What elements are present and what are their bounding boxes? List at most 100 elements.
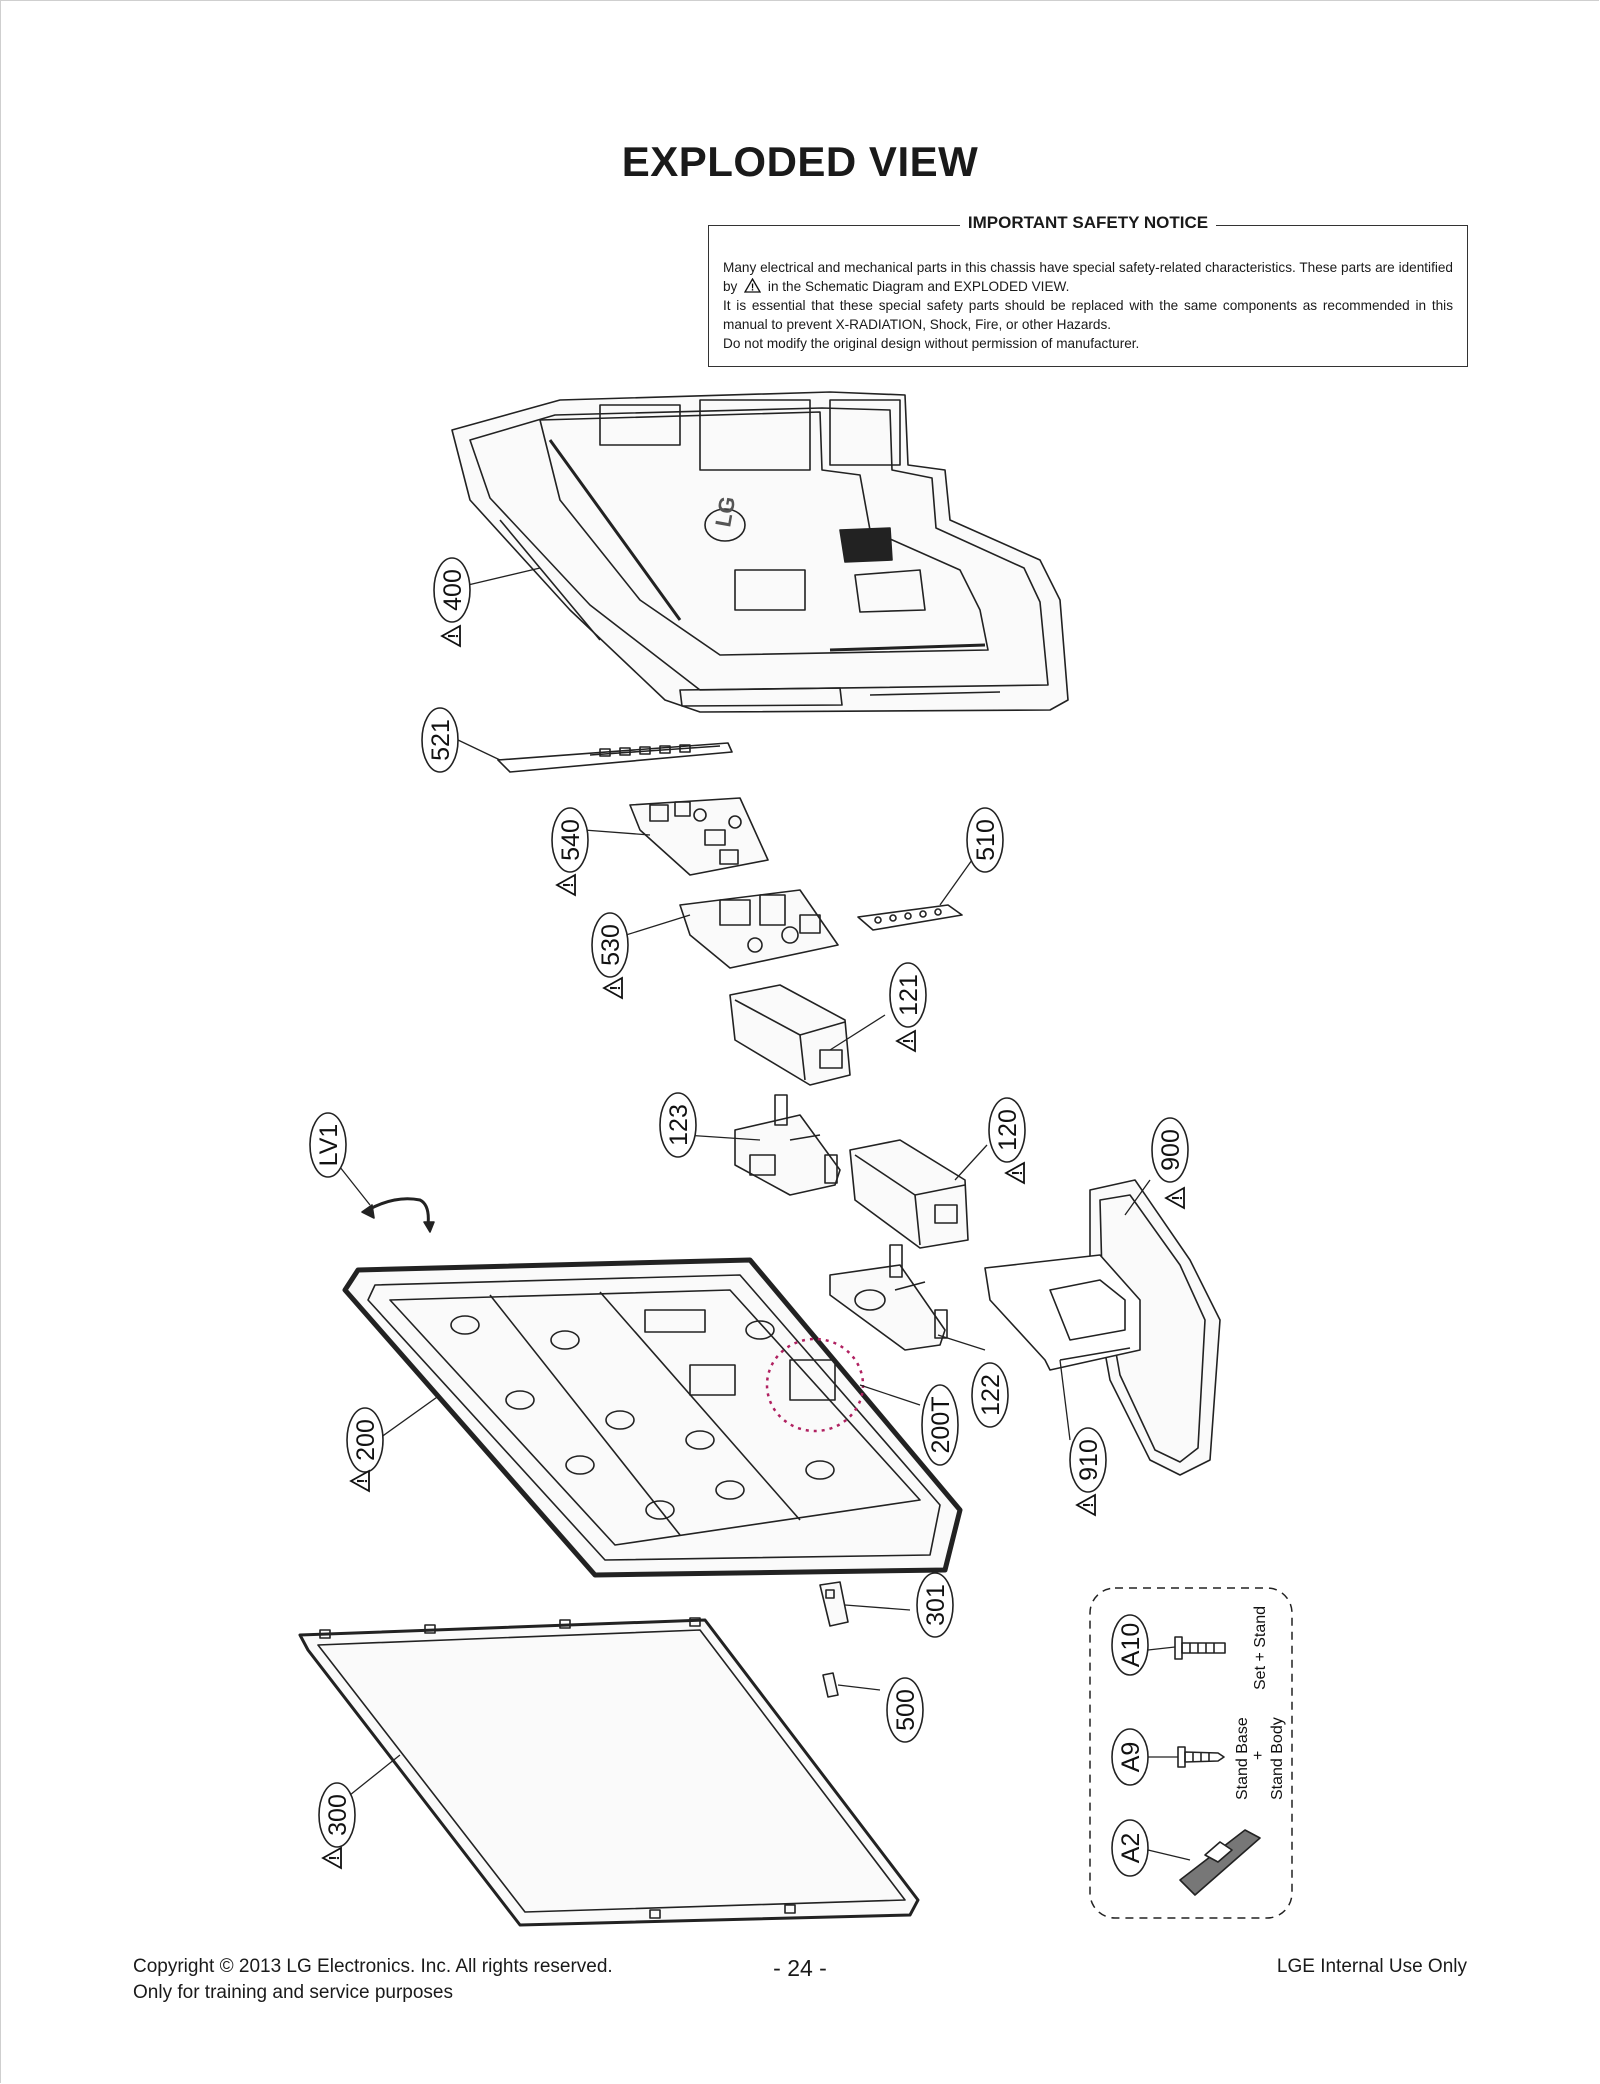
sub-board-122-part (829, 1244, 948, 1351)
part-number-510: 510 (972, 819, 1000, 861)
front-bezel-part (298, 1617, 920, 1927)
svg-text:!: ! (751, 283, 754, 294)
callout-500: 500 (886, 1677, 924, 1743)
notice-line-1: Many electrical and mechanical parts in … (723, 260, 1453, 294)
callout-122: 122 (971, 1362, 1009, 1428)
set-stand-label: Set + Stand (1252, 1606, 1269, 1690)
svg-text:!: ! (1080, 1503, 1097, 1508)
callout-301: 301 (916, 1572, 954, 1638)
warning-triangle-icon: ! (744, 277, 762, 294)
warning-triangle-icon-200: ! (350, 1470, 371, 1492)
warning-triangle-icon-300: ! (322, 1847, 343, 1869)
warning-triangle-icon-121: ! (896, 1030, 917, 1052)
footer-copyright: Copyright © 2013 LG Electronics. Inc. Al… (133, 1956, 613, 1977)
part-number-121: 121 (895, 974, 923, 1016)
warning-triangle-icon-400: ! (441, 625, 462, 647)
svg-text:!: ! (560, 883, 577, 888)
stand-body-part (984, 1254, 1141, 1371)
svg-text:!: ! (354, 1479, 371, 1484)
svg-text:!: ! (1009, 1171, 1026, 1176)
callout-lv1: LV1 (309, 1112, 347, 1178)
power-board-part (679, 889, 839, 969)
callout-123: 123 (659, 1092, 697, 1158)
callout-200: 200 (346, 1407, 384, 1473)
ir-receiver-part (819, 1581, 849, 1627)
callout-a9: A9 (1111, 1728, 1149, 1786)
notice-line-3: Do not modify the original design withou… (723, 336, 1140, 351)
svg-text:!: ! (1169, 1196, 1186, 1201)
svg-text:!: ! (607, 986, 624, 991)
callout-120: 120 (988, 1097, 1026, 1163)
part-number-120: 120 (994, 1109, 1022, 1151)
callout-530: 530 (591, 912, 629, 978)
notice-line-1-tail: in the Schematic Diagram and EXPLODED VI… (767, 279, 1070, 294)
callout-121: 121 (889, 962, 927, 1028)
part-number-200t: 200T (927, 1397, 955, 1454)
warning-triangle-icon-530: ! (603, 977, 624, 999)
screw-kit-box (1089, 1587, 1293, 1919)
footer-internal: LGE Internal Use Only (1276, 1956, 1467, 1977)
callout-540: 540 (551, 807, 589, 873)
callout-400: 400 (433, 557, 471, 623)
part-number-900: 900 (1157, 1129, 1185, 1171)
page-title: EXPLODED VIEW (621, 138, 979, 185)
safety-notice-box: IMPORTANT SAFETY NOTICE Many electrical … (708, 213, 1468, 367)
part-number-530: 530 (597, 924, 625, 966)
part-number-200: 200 (352, 1419, 380, 1461)
part-number-521: 521 (427, 719, 455, 761)
warning-triangle-icon-900: ! (1165, 1187, 1186, 1209)
footer-left: Copyright © 2013 LG Electronics. Inc. Al… (133, 1954, 613, 2006)
callout-200t: 200T (921, 1384, 959, 1466)
part-number-910: 910 (1075, 1439, 1103, 1481)
part-number-400: 400 (439, 569, 467, 611)
callout-a10: A10 (1111, 1614, 1149, 1676)
callout-910: 910 (1069, 1427, 1107, 1493)
part-number-123: 123 (665, 1104, 693, 1146)
svg-text:!: ! (326, 1856, 343, 1861)
part-number-301: 301 (922, 1584, 950, 1626)
notice-line-2: It is essential that these special safet… (723, 298, 1453, 332)
stand-body-label: Stand Body (1269, 1717, 1286, 1800)
warning-triangle-icon-540: ! (556, 874, 577, 896)
part-number-540: 540 (557, 819, 585, 861)
control-strip-part (497, 742, 733, 773)
callout-510: 510 (966, 807, 1004, 873)
page-number: - 24 - (773, 1955, 827, 1981)
callout-521: 521 (421, 707, 459, 773)
sub-board-123-part (734, 1094, 841, 1196)
speaker-right-part (849, 1139, 969, 1249)
part-number-300: 300 (324, 1794, 352, 1836)
hinge-cover-a2-part (1179, 1829, 1261, 1896)
lvds-cable-part (367, 1197, 430, 1226)
main-board-part (629, 797, 769, 876)
part-number-122: 122 (977, 1374, 1005, 1416)
brand-logo: LG (710, 494, 740, 528)
svg-text:!: ! (900, 1039, 917, 1044)
callout-900: 900 (1151, 1117, 1189, 1183)
tcon-highlight-circle (765, 1337, 865, 1433)
footer-purpose: Only for training and service purposes (133, 1982, 453, 2003)
safety-notice-body: Many electrical and mechanical parts in … (723, 258, 1453, 353)
screw-a9-part (1177, 1746, 1225, 1768)
svg-text:!: ! (445, 634, 462, 639)
speaker-module-part (857, 904, 963, 931)
plus-label: + (1250, 1751, 1267, 1760)
warning-triangle-icon-910: ! (1076, 1494, 1097, 1516)
screw-a10-part (1174, 1636, 1226, 1660)
warning-triangle-icon-120: ! (1005, 1162, 1026, 1184)
part-number-a2: A2 (1117, 1833, 1145, 1864)
small-bracket-500-part (822, 1672, 839, 1698)
part-number-a9: A9 (1117, 1742, 1145, 1773)
part-number-a10: A10 (1117, 1623, 1145, 1667)
safety-notice-title: IMPORTANT SAFETY NOTICE (959, 213, 1217, 232)
callout-a2: A2 (1111, 1819, 1149, 1877)
part-number-500: 500 (892, 1689, 920, 1731)
stand-base-label: Stand Base (1234, 1717, 1251, 1800)
callout-300: 300 (318, 1782, 356, 1848)
back-cover-part (451, 391, 1069, 713)
middle-frame-part (342, 1257, 963, 1578)
speaker-left-part (729, 984, 851, 1086)
part-number-lv1: LV1 (315, 1124, 343, 1167)
